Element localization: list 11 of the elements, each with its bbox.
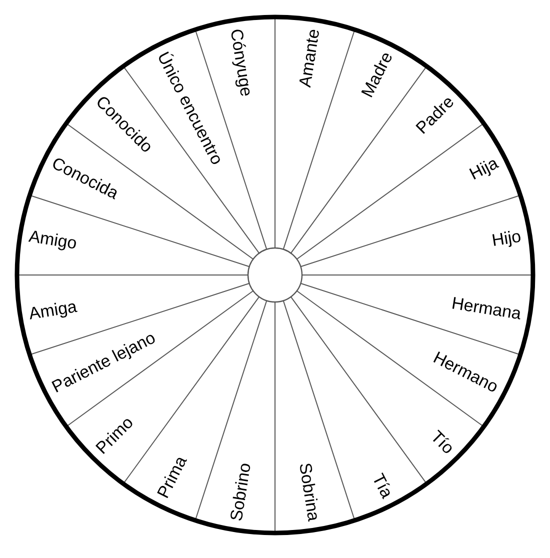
segment-label: Amigo xyxy=(28,226,78,253)
segment-label: Tío xyxy=(426,426,458,458)
segment-label: Hija xyxy=(466,154,502,184)
segment-label: Amante xyxy=(295,28,324,88)
segment-label: Sobrina xyxy=(295,462,324,522)
segment-label: Hijo xyxy=(490,226,522,250)
segment-label: Cónyuge xyxy=(226,28,256,98)
segment-label: Hermana xyxy=(450,294,522,324)
segment-label: Amiga xyxy=(28,297,78,324)
segment-label: Sobrino xyxy=(226,462,255,522)
segment-label: Tía xyxy=(368,470,396,502)
